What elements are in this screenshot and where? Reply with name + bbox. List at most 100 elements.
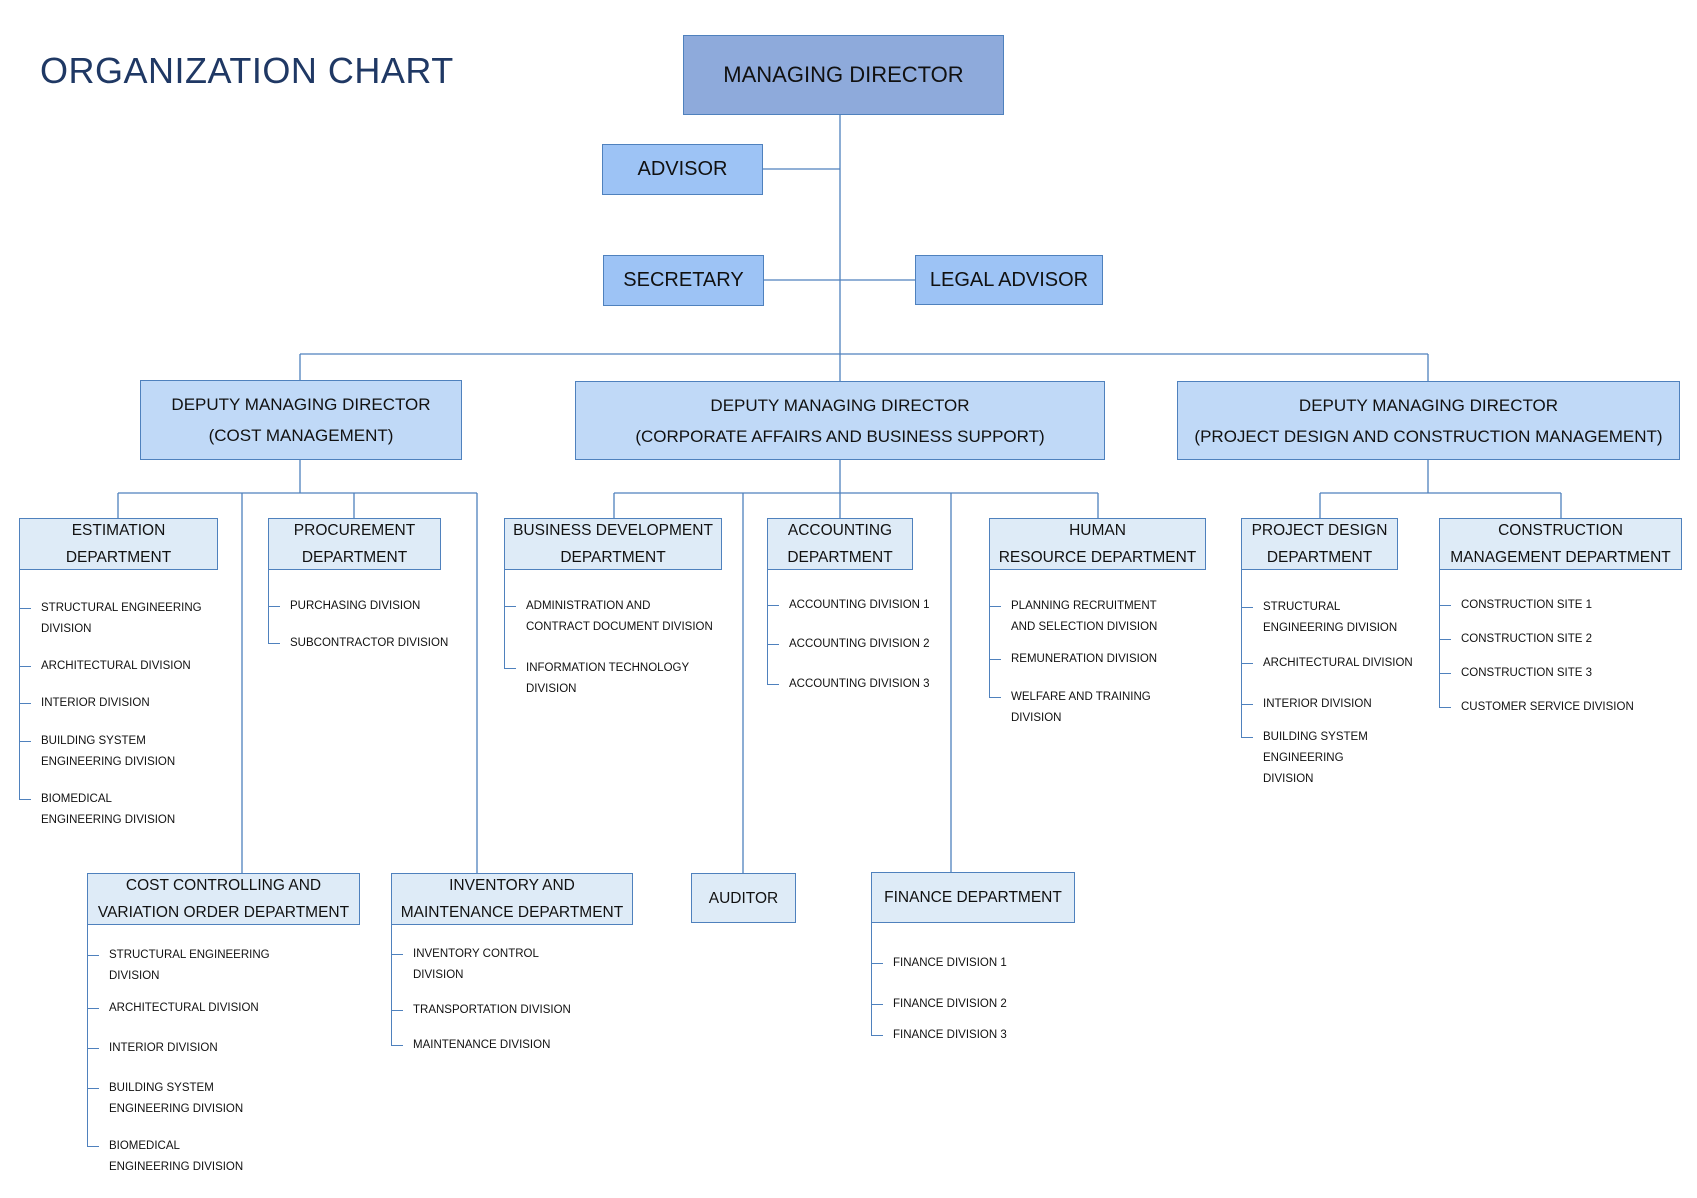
division-line: STRUCTURAL ENGINEERING <box>41 602 202 614</box>
division-line: INVENTORY CONTROL <box>413 948 539 960</box>
division-line: ENGINEERING DIVISION <box>41 756 176 768</box>
department-title: INVENTORY AND <box>449 877 575 894</box>
procurement-department-box[interactable]: PROCUREMENT DEPARTMENT <box>268 518 441 570</box>
list-item: TRANSPORTATION DIVISION <box>392 1000 571 1021</box>
list-item: INVENTORY CONTROL DIVISION <box>392 944 539 986</box>
project-design-department-box[interactable]: PROJECT DESIGN DEPARTMENT <box>1241 518 1398 570</box>
department-title: BUSINESS DEVELOPMENT <box>513 522 713 539</box>
division-line: BUILDING SYSTEM <box>109 1082 214 1094</box>
division-line: CONTRACT DOCUMENT DIVISION <box>526 621 713 633</box>
deputy-cost-management-box[interactable]: DEPUTY MANAGING DIRECTOR (COST MANAGEMEN… <box>140 380 462 460</box>
construction-management-division-list: CONSTRUCTION SITE 1 CONSTRUCTION SITE 2 … <box>1439 570 1634 713</box>
division-line: PLANNING RECRUITMENT <box>1011 600 1157 612</box>
deputy-title: DEPUTY MANAGING DIRECTOR <box>171 395 431 414</box>
secretary-label: SECRETARY <box>623 269 744 291</box>
division-line: DIVISION <box>1263 773 1314 785</box>
list-item: INTERIOR DIVISION <box>20 693 150 714</box>
accounting-department-box[interactable]: ACCOUNTING DEPARTMENT <box>767 518 913 570</box>
department-title: PROCUREMENT <box>293 522 416 539</box>
deputy-title: DEPUTY MANAGING DIRECTOR <box>710 395 970 415</box>
construction-management-department-box[interactable]: CONSTRUCTION MANAGEMENT DEPARTMENT <box>1439 518 1682 570</box>
division-line: REMUNERATION DIVISION <box>1011 653 1158 665</box>
list-item: STRUCTURAL ENGINEERING DIVISION <box>20 598 202 640</box>
deputy-corporate-affairs-box[interactable]: DEPUTY MANAGING DIRECTOR (CORPORATE AFFA… <box>575 381 1105 460</box>
department-title: PROJECT DESIGN <box>1251 522 1388 539</box>
list-item: ARCHITECTURAL DIVISION <box>88 998 259 1019</box>
auditor-box[interactable]: AUDITOR <box>691 873 796 923</box>
department-subtitle: VARIATION ORDER DEPARTMENT <box>97 904 350 921</box>
department-subtitle: DEPARTMENT <box>65 549 172 566</box>
department-title: ESTIMATION <box>71 522 166 539</box>
deputy-subtitle: (PROJECT DESIGN AND CONSTRUCTION MANAGEM… <box>1194 426 1663 446</box>
cost-controlling-department-box[interactable]: COST CONTROLLING AND VARIATION ORDER DEP… <box>87 873 360 925</box>
deputy-project-design-box[interactable]: DEPUTY MANAGING DIRECTOR (PROJECT DESIGN… <box>1177 381 1680 460</box>
division-line: ENGINEERING <box>1263 752 1344 764</box>
division-line: ENGINEERING DIVISION <box>109 1161 244 1173</box>
list-item: BUILDING SYSTEM ENGINEERING DIVISION <box>20 731 175 773</box>
division-line: ARCHITECTURAL DIVISION <box>1263 657 1413 669</box>
list-item: CONSTRUCTION SITE 2 <box>1440 629 1592 650</box>
division-line: INFORMATION TECHNOLOGY <box>526 662 690 674</box>
legal-advisor-label: LEGAL ADVISOR <box>929 268 1089 291</box>
department-title: CONSTRUCTION <box>1498 522 1623 539</box>
division-line: MAINTENANCE DIVISION <box>413 1039 551 1051</box>
advisor-label: ADVISOR <box>637 158 728 180</box>
department-title: HUMAN <box>1069 522 1126 539</box>
division-line: ARCHITECTURAL DIVISION <box>41 660 191 672</box>
list-item: ACCOUNTING DIVISION 1 <box>768 595 930 616</box>
managing-director-box[interactable]: MANAGING DIRECTOR <box>683 35 1004 115</box>
division-line: ARCHITECTURAL DIVISION <box>109 1002 259 1014</box>
department-subtitle: MAINTENANCE DEPARTMENT <box>400 904 624 921</box>
division-line: INTERIOR DIVISION <box>41 697 150 709</box>
secretary-box[interactable]: SECRETARY <box>603 255 764 306</box>
list-item: CUSTOMER SERVICE DIVISION <box>1439 697 1634 718</box>
estimation-department-box[interactable]: ESTIMATION DEPARTMENT <box>19 518 218 570</box>
division-line: INTERIOR DIVISION <box>109 1042 218 1054</box>
list-item: CONSTRUCTION SITE 3 <box>1440 663 1592 684</box>
list-item: PURCHASING DIVISION <box>269 596 420 617</box>
division-line: SUBCONTRACTOR DIVISION <box>290 637 449 649</box>
inventory-maintenance-department-box[interactable]: INVENTORY AND MAINTENANCE DEPARTMENT <box>391 873 633 925</box>
list-item: ARCHITECTURAL DIVISION <box>1242 653 1413 674</box>
list-item: CONSTRUCTION SITE 1 <box>1440 595 1592 616</box>
list-item: ACCOUNTING DIVISION 3 <box>767 674 930 695</box>
finance-division-list: FINANCE DIVISION 1 FINANCE DIVISION 2 FI… <box>871 923 1007 1041</box>
estimation-division-list: STRUCTURAL ENGINEERING DIVISION ARCHITECT… <box>18 570 202 826</box>
list-item: FINANCE DIVISION 2 <box>872 994 1007 1015</box>
division-line: DIVISION <box>413 969 464 981</box>
business-development-department-box[interactable]: BUSINESS DEVELOPMENT DEPARTMENT <box>504 518 722 570</box>
division-line: FINANCE DIVISION 2 <box>893 998 1007 1010</box>
list-item: INTERIOR DIVISION <box>1242 694 1372 715</box>
advisor-box[interactable]: ADVISOR <box>602 144 763 195</box>
department-subtitle: RESOURCE DEPARTMENT <box>998 549 1197 566</box>
division-line: BUILDING SYSTEM <box>41 735 146 747</box>
division-line: ENGINEERING DIVISION <box>1263 622 1398 634</box>
division-line: INTERIOR DIVISION <box>1263 698 1372 710</box>
department-subtitle: DEPARTMENT <box>301 549 408 566</box>
department-title: ACCOUNTING <box>787 522 893 539</box>
department-title: COST CONTROLLING AND <box>125 877 322 894</box>
division-line: ENGINEERING DIVISION <box>109 1103 244 1115</box>
division-line: CONSTRUCTION SITE 1 <box>1461 599 1592 611</box>
deputy-title: DEPUTY MANAGING DIRECTOR <box>1298 395 1559 415</box>
finance-department-box[interactable]: FINANCE DEPARTMENT <box>871 872 1075 923</box>
list-item: SUBCONTRACTOR DIVISION <box>267 633 449 654</box>
human-resource-department-box[interactable]: HUMAN RESOURCE DEPARTMENT <box>989 518 1206 570</box>
deputy-subtitle: (CORPORATE AFFAIRS AND BUSINESS SUPPORT) <box>635 426 1045 446</box>
division-line: FINANCE DIVISION 1 <box>893 957 1007 969</box>
division-line: ACCOUNTING DIVISION 3 <box>789 678 930 690</box>
list-item: FINANCE DIVISION 3 <box>871 1025 1007 1046</box>
managing-director-label: MANAGING DIRECTOR <box>723 62 964 87</box>
finance-department-label: FINANCE DEPARTMENT <box>884 889 1062 906</box>
page-title: ORGANIZATION CHART <box>40 50 454 91</box>
legal-advisor-box[interactable]: LEGAL ADVISOR <box>915 255 1103 305</box>
division-line: PURCHASING DIVISION <box>290 600 421 612</box>
division-line: DIVISION <box>41 623 92 635</box>
list-item: INTERIOR DIVISION <box>88 1038 218 1059</box>
division-line: DIVISION <box>109 970 160 982</box>
